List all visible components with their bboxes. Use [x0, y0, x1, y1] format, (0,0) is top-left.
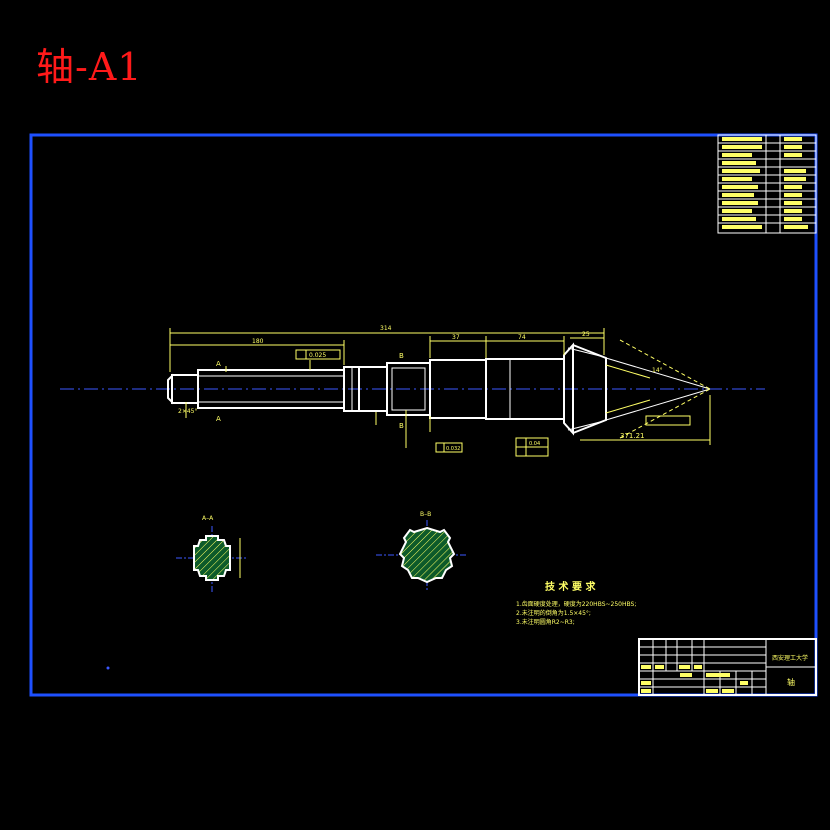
dim-overall: 314 [380, 325, 392, 332]
cut-letter-b-top: B [399, 352, 404, 360]
dim-tip-angle: 14° [652, 367, 663, 374]
dim-mid-segment: 37 [452, 334, 460, 341]
tolerance-value-1: 0.025 [309, 352, 326, 359]
parameter-table-cells [722, 137, 808, 229]
origin-marker [106, 666, 110, 670]
dimension-texts: 314 180 37 74 25 14° 371.21 2×45° [178, 325, 663, 440]
dim-right-segment: 74 [518, 334, 526, 341]
dim-tip: 371.21 [620, 432, 645, 440]
shaft-inner-lines [198, 359, 511, 419]
tech-req-item-2: 2.未注明的倒角为1.5×45°; [516, 609, 591, 617]
tech-req-item-1: 1.齿面硬度处理，硬度为220HBS~250HBS; [516, 600, 636, 608]
tolerance-texts: 0.025 0.032 0.04 [309, 352, 540, 452]
parameter-table [717, 134, 817, 234]
cut-letter-b-bottom: B [399, 422, 404, 430]
cut-letter-a-bottom: A [216, 415, 221, 423]
drawing-title: 轴-A1 [36, 45, 143, 89]
tolerance-value-3: 0.04 [529, 441, 540, 447]
cut-letter-a-top: A [216, 360, 221, 368]
section-a-label: A–A [202, 515, 214, 522]
dim-left-segment: 180 [252, 338, 264, 345]
section-b-view [376, 520, 466, 592]
tech-req-heading: 技 术 要 求 [545, 580, 596, 593]
dimension-lines [169, 328, 711, 448]
title-block [638, 638, 817, 696]
dim-cone: 25 [582, 331, 590, 338]
drawing-frame [29, 133, 818, 697]
tolerance-frames [295, 349, 691, 457]
title-block-company: 西安理工大学 [772, 654, 808, 662]
tech-req-item-3: 3.未注明圆角R2~R3; [516, 618, 575, 626]
section-a-view [176, 526, 246, 592]
dim-chamfer: 2×45° [178, 408, 197, 415]
section-b-label: B–B [420, 511, 431, 518]
title-block-cells [641, 665, 748, 693]
tolerance-value-2: 0.032 [446, 446, 460, 452]
title-block-drawing-name: 轴 [787, 677, 795, 687]
cone-gear [567, 339, 711, 439]
